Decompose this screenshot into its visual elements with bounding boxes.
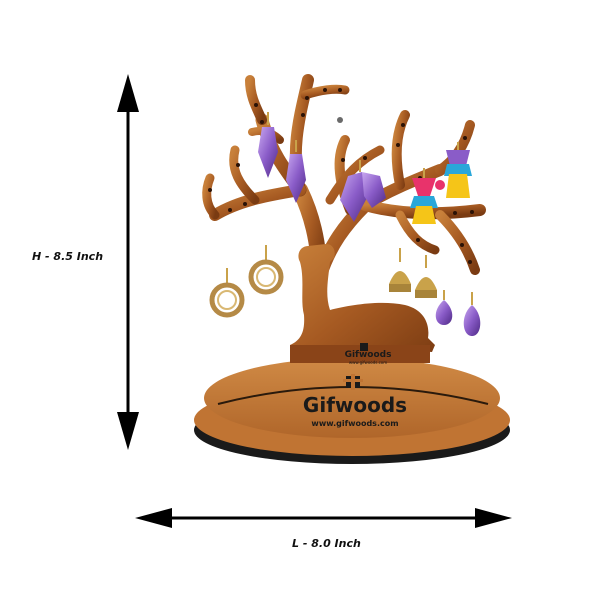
deer-brand-text: Gifwoods: [345, 350, 392, 360]
jhumka-earrings: [389, 248, 437, 298]
length-arrow: [135, 508, 512, 528]
length-label: L - 8.0 Inch: [292, 537, 361, 550]
deer-figure: [290, 244, 435, 363]
tassel-earrings: [410, 142, 472, 224]
amethyst-earrings-center: [340, 160, 386, 222]
base-website-text: www.gifwoods.com: [311, 419, 398, 428]
purple-drop-earrings: [435, 290, 481, 336]
stand-base: [194, 358, 510, 464]
hoop-earrings: [209, 245, 284, 318]
height-label: H - 8.5 Inch: [32, 250, 104, 263]
height-arrow: [117, 74, 139, 450]
tree-branches: [202, 74, 486, 283]
base-brand-text: Gifwoods: [303, 393, 407, 417]
deer-website-text: www.gifwoods.com: [349, 360, 387, 365]
base-logo-icon: [343, 374, 363, 390]
deer-logo-icon: [360, 343, 368, 351]
amethyst-earrings-left: [258, 112, 306, 203]
